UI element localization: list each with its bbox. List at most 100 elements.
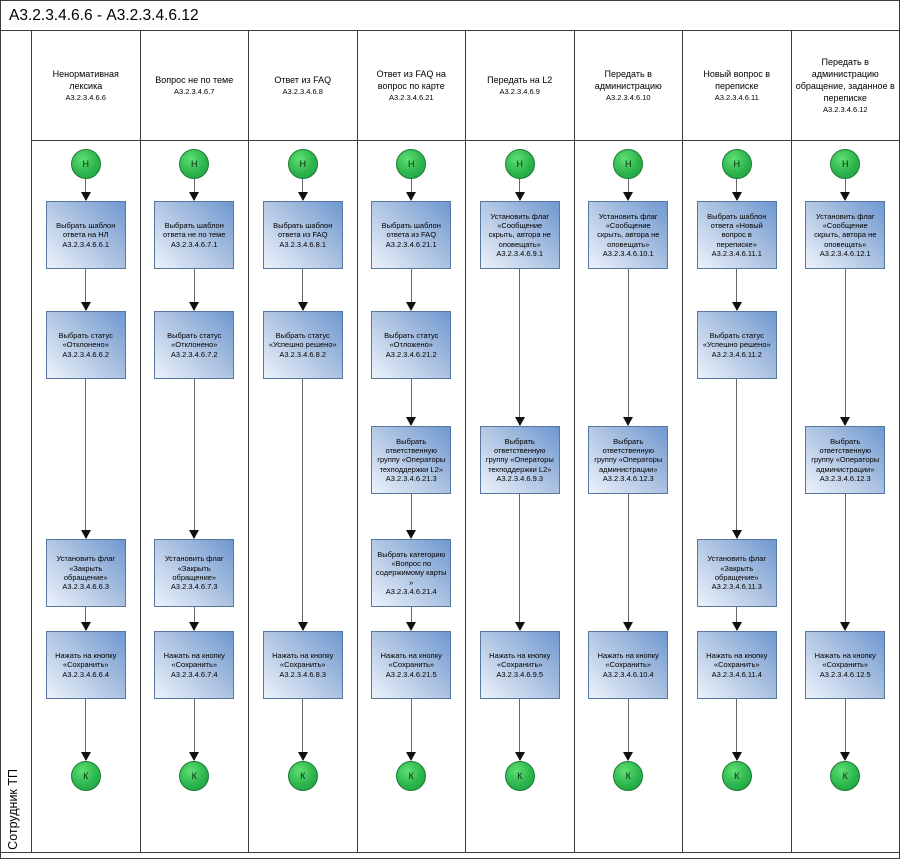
- column-header-code: А3.2.3.4.6.6: [65, 93, 106, 103]
- arrow-line: [736, 179, 738, 200]
- start-event[interactable]: Н: [287, 149, 318, 179]
- process-step[interactable]: Нажать на кнопку «Сохранить»А3.2.3.4.6.1…: [696, 631, 777, 699]
- flow-arrow: [514, 269, 525, 426]
- arrow-head-icon: [623, 622, 634, 631]
- start-event[interactable]: Н: [504, 149, 535, 179]
- start-event[interactable]: Н: [613, 149, 644, 179]
- process-step[interactable]: Выбрать статус «Отклонено»А3.2.3.4.6.7.2: [154, 311, 235, 379]
- start-event[interactable]: Н: [70, 149, 101, 179]
- arrow-head-icon: [731, 752, 742, 761]
- step-code: А3.2.3.4.6.7.2: [170, 349, 218, 359]
- column-header-code: А3.2.3.4.6.10: [605, 93, 651, 103]
- process-step[interactable]: Выбрать ответственную группу «Операторы …: [588, 426, 669, 494]
- process-step[interactable]: Выбрать шаблон ответа «Новый вопрос в пе…: [696, 201, 777, 269]
- arrow-line: [627, 494, 629, 630]
- arrow-line: [627, 699, 629, 760]
- process-step[interactable]: Установить флаг «Закрыть обращение»А3.2.…: [45, 539, 126, 607]
- process-step[interactable]: Выбрать ответственную группу «Операторы …: [805, 426, 886, 494]
- process-step[interactable]: Нажать на кнопку «Сохранить»А3.2.3.4.6.7…: [154, 631, 235, 699]
- column-flow: Н Выбрать шаблон ответа «Новый вопрос в п…: [683, 141, 791, 852]
- process-step[interactable]: Выбрать статус «Отложено»А3.2.3.4.6.21.2: [371, 311, 452, 379]
- step-code: А3.2.3.4.6.9.3: [496, 474, 544, 484]
- arrow-head-icon: [514, 622, 525, 631]
- process-step[interactable]: Установить флаг «Закрыть обращение»А3.2.…: [696, 539, 777, 607]
- process-step[interactable]: Выбрать статус «Успешно решено»А3.2.3.4.…: [696, 311, 777, 379]
- process-step[interactable]: Выбрать ответственную группу «Операторы …: [479, 426, 560, 494]
- start-event[interactable]: Н: [721, 149, 752, 179]
- column-header: Передать в администрацию обращение, зада…: [791, 31, 899, 141]
- arrow-line: [844, 494, 846, 630]
- end-event[interactable]: К: [504, 761, 535, 791]
- process-step[interactable]: Нажать на кнопку «Сохранить»А3.2.3.4.6.2…: [371, 631, 452, 699]
- end-event[interactable]: К: [721, 761, 752, 791]
- process-step[interactable]: Установить флаг «Закрыть обращение»А3.2.…: [154, 539, 235, 607]
- process-step[interactable]: Нажать на кнопку «Сохранить»А3.2.3.4.6.6…: [45, 631, 126, 699]
- flow-arrow: [189, 269, 200, 311]
- step-label: Выбрать статус «Отложено»: [384, 330, 439, 350]
- step-code: А3.2.3.4.6.21.3: [385, 474, 437, 484]
- process-step[interactable]: Установить флаг «Сообщение скрыть, автор…: [479, 201, 560, 269]
- process-step[interactable]: Выбрать статус «Отклонено»А3.2.3.4.6.6.2: [45, 311, 126, 379]
- flow-arrow: [514, 179, 525, 201]
- step-label: Выбрать ответственную группу «Операторы …: [594, 436, 663, 474]
- end-event[interactable]: К: [396, 761, 427, 791]
- arrow-line: [193, 269, 195, 310]
- arrow-head-icon: [406, 752, 417, 761]
- process-step[interactable]: Нажать на кнопку «Сохранить»А3.2.3.4.6.8…: [262, 631, 343, 699]
- arrow-head-icon: [731, 622, 742, 631]
- process-step[interactable]: Установить флаг «Сообщение скрыть, автор…: [805, 201, 886, 269]
- process-step[interactable]: Выбрать статус «Успешно решено»А3.2.3.4.…: [262, 311, 343, 379]
- arrow-line: [302, 269, 304, 310]
- swimlane-column-7: Передать в администрацию обращение, зада…: [790, 31, 899, 852]
- arrow-line: [410, 607, 412, 630]
- column-flow: Н Установить флаг «Сообщение скрыть, авто…: [575, 141, 683, 852]
- process-step[interactable]: Нажать на кнопку «Сохранить»А3.2.3.4.6.1…: [588, 631, 669, 699]
- end-event[interactable]: К: [179, 761, 210, 791]
- arrow-head-icon: [514, 752, 525, 761]
- flow-arrow: [406, 179, 417, 201]
- process-step[interactable]: Нажать на кнопку «Сохранить»А3.2.3.4.6.1…: [805, 631, 886, 699]
- flow-arrow: [731, 699, 742, 761]
- start-event[interactable]: Н: [396, 149, 427, 179]
- arrow-head-icon: [189, 302, 200, 311]
- arrow-line: [410, 379, 412, 425]
- arrow-head-icon: [80, 192, 91, 201]
- step-code: А3.2.3.4.6.21.5: [385, 669, 437, 679]
- step-code: А3.2.3.4.6.21.4: [385, 587, 437, 597]
- process-step[interactable]: Выбрать ответственную группу «Операторы …: [371, 426, 452, 494]
- arrow-line: [736, 699, 738, 760]
- arrow-line: [85, 699, 87, 760]
- end-event[interactable]: К: [613, 761, 644, 791]
- flow-arrow: [406, 379, 417, 426]
- column-header-label: Передать в администрацию: [594, 68, 662, 92]
- flow-arrow: [623, 269, 634, 426]
- step-label: Выбрать категорию «Вопрос по содержимому…: [375, 549, 447, 587]
- flow-arrow: [80, 179, 91, 201]
- end-event[interactable]: К: [287, 761, 318, 791]
- end-event[interactable]: К: [70, 761, 101, 791]
- flow-arrow: [80, 699, 91, 761]
- process-step[interactable]: Установить флаг «Сообщение скрыть, автор…: [588, 201, 669, 269]
- start-event[interactable]: Н: [830, 149, 861, 179]
- end-event[interactable]: К: [830, 761, 861, 791]
- process-step[interactable]: Нажать на кнопку «Сохранить»А3.2.3.4.6.9…: [479, 631, 560, 699]
- step-label: Выбрать ответственную группу «Операторы …: [485, 436, 554, 474]
- step-code: А3.2.3.4.6.11.4: [711, 669, 762, 679]
- flow-arrow: [623, 699, 634, 761]
- arrow-line: [410, 699, 412, 760]
- process-step[interactable]: Выбрать категорию «Вопрос по содержимому…: [371, 539, 452, 607]
- step-label: Выбрать шаблон ответа из FAQ: [381, 220, 441, 240]
- start-event[interactable]: Н: [179, 149, 210, 179]
- flow-arrow: [731, 179, 742, 201]
